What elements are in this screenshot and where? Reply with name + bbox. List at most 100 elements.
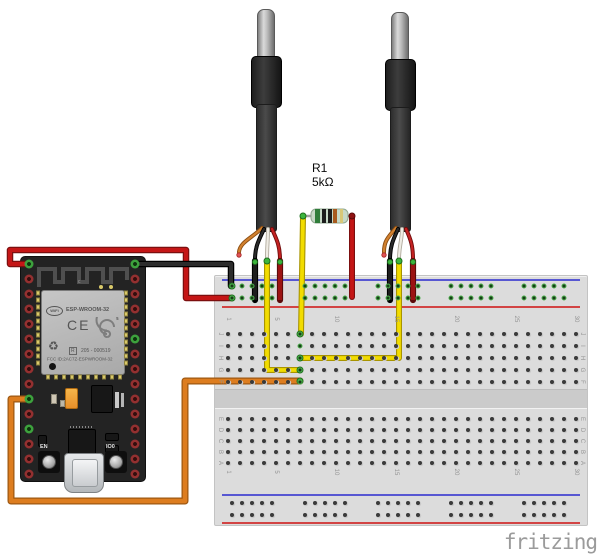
breadboard-hole[interactable] [526,332,530,336]
breadboard-hole[interactable] [490,332,494,336]
breadboard-hole[interactable] [250,428,254,432]
breadboard-hole[interactable] [468,295,474,301]
wire-data-yellow-probe1[interactable] [264,258,303,373]
wire-pullup-yellow[interactable] [298,214,306,337]
breadboard-hole[interactable] [376,501,380,505]
breadboard-hole[interactable] [550,428,554,432]
breadboard-hole[interactable] [312,295,318,301]
breadboard-hole[interactable] [395,295,401,301]
esp32-pin-left[interactable] [24,319,34,329]
breadboard-hole[interactable] [454,439,458,443]
breadboard-hole[interactable] [430,461,434,465]
breadboard-hole[interactable] [466,428,470,432]
breadboard-hole[interactable] [394,380,398,384]
breadboard-hole[interactable] [226,368,230,372]
breadboard-hole[interactable] [406,356,410,360]
breadboard-hole[interactable] [343,513,347,517]
breadboard-hole[interactable] [574,356,578,360]
breadboard-hole[interactable] [229,283,235,289]
breadboard-hole[interactable] [346,417,350,421]
breadboard-hole[interactable] [274,450,278,454]
breadboard-hole[interactable] [574,344,578,348]
breadboard-hole[interactable] [238,428,242,432]
breadboard-hole[interactable] [514,344,518,348]
breadboard-hole[interactable] [358,417,362,421]
breadboard-hole[interactable] [226,439,230,443]
esp32-pin-left[interactable] [24,364,34,374]
breadboard-hole[interactable] [358,380,362,384]
breadboard-hole[interactable] [478,344,482,348]
probe1-lead-red[interactable] [270,227,284,304]
breadboard-hole[interactable] [386,513,390,517]
breadboard-hole[interactable] [538,417,542,421]
esp32-pin-left[interactable] [24,469,34,479]
breadboard-hole[interactable] [550,461,554,465]
breadboard-hole[interactable] [415,283,421,289]
breadboard-hole[interactable] [442,332,446,336]
breadboard-hole[interactable] [358,450,362,454]
breadboard-hole[interactable] [522,501,526,505]
breadboard-hole[interactable] [526,450,530,454]
breadboard-hole[interactable] [250,461,254,465]
breadboard-hole[interactable] [334,450,338,454]
breadboard-hole[interactable] [298,428,302,432]
probe2-lead-orange[interactable] [381,226,398,258]
breadboard-hole[interactable] [479,501,483,505]
breadboard-hole[interactable] [531,295,537,301]
breadboard-hole[interactable] [262,461,266,465]
breadboard-hole[interactable] [478,380,482,384]
breadboard-hole[interactable] [346,356,350,360]
breadboard-hole[interactable] [370,344,374,348]
breadboard-hole[interactable] [489,513,493,517]
breadboard-hole[interactable] [454,368,458,372]
breadboard-hole[interactable] [322,295,328,301]
breadboard-hole[interactable] [550,417,554,421]
breadboard-hole[interactable] [250,439,254,443]
breadboard-hole[interactable] [478,332,482,336]
breadboard-hole[interactable] [286,450,290,454]
breadboard-hole[interactable] [376,513,380,517]
breadboard-hole[interactable] [346,368,350,372]
breadboard-hole[interactable] [333,501,337,505]
breadboard-hole[interactable] [502,417,506,421]
breadboard-hole[interactable] [358,344,362,348]
breadboard-hole[interactable] [502,450,506,454]
breadboard-hole[interactable] [238,417,242,421]
breadboard-hole[interactable] [552,501,556,505]
breadboard-hole[interactable] [370,450,374,454]
breadboard-hole[interactable] [550,380,554,384]
breadboard-hole[interactable] [538,368,542,372]
esp32-pin-right[interactable] [130,349,140,359]
breadboard-hole[interactable] [454,461,458,465]
breadboard-hole[interactable] [394,450,398,454]
breadboard-hole[interactable] [298,450,302,454]
breadboard-hole[interactable] [562,417,566,421]
breadboard-hole[interactable] [552,513,556,517]
breadboard-hole[interactable] [382,332,386,336]
breadboard-hole[interactable] [538,428,542,432]
breadboard-hole[interactable] [322,344,326,348]
breadboard-hole[interactable] [310,450,314,454]
breadboard-hole[interactable] [238,450,242,454]
breadboard-hole[interactable] [562,356,566,360]
breadboard-hole[interactable] [478,450,482,454]
breadboard-hole[interactable] [406,380,410,384]
breadboard-hole[interactable] [418,461,422,465]
breadboard-hole[interactable] [322,450,326,454]
breadboard-hole[interactable] [478,295,484,301]
breadboard-hole[interactable] [262,368,266,372]
breadboard-hole[interactable] [514,461,518,465]
breadboard-hole[interactable] [286,332,290,336]
breadboard-hole[interactable] [406,417,410,421]
breadboard-hole[interactable] [562,332,566,336]
breadboard-hole[interactable] [442,368,446,372]
breadboard-hole[interactable] [394,428,398,432]
breadboard-hole[interactable] [574,380,578,384]
breadboard-hole[interactable] [375,295,381,301]
breadboard-hole[interactable] [250,417,254,421]
breadboard-hole[interactable] [346,332,350,336]
breadboard-hole[interactable] [270,513,274,517]
probe1-lead-black[interactable] [251,227,266,304]
breadboard-hole[interactable] [541,283,547,289]
breadboard-hole[interactable] [418,428,422,432]
